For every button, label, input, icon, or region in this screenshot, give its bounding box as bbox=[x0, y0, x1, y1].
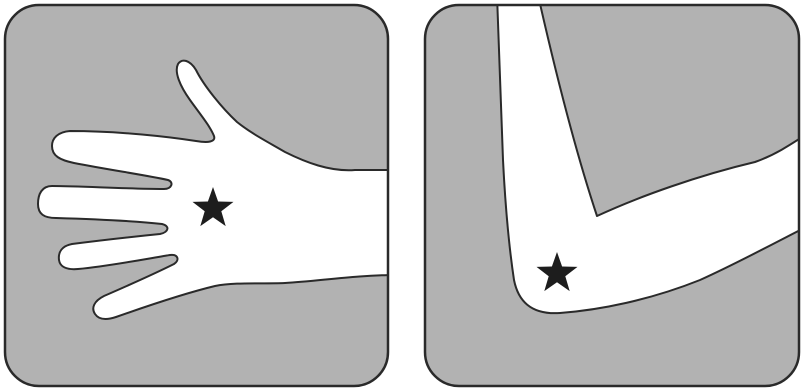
elbow-panel bbox=[425, 0, 804, 386]
palm-panel bbox=[5, 5, 398, 386]
